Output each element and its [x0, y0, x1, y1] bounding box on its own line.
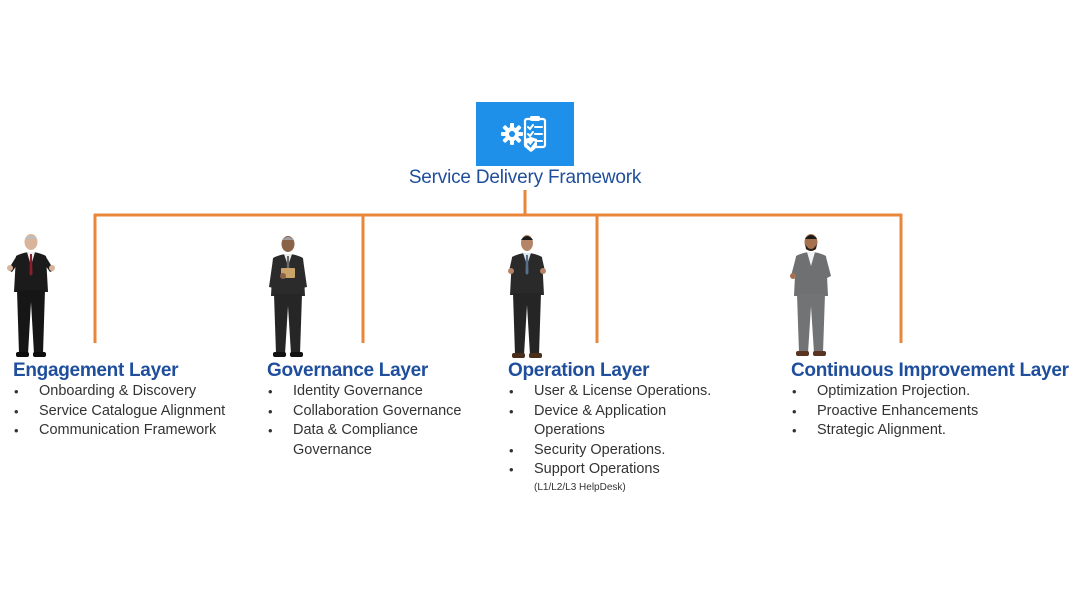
list-item: Onboarding & Discovery [13, 382, 253, 402]
person-governance-figure [269, 236, 307, 357]
list-item: Strategic Alignment. [791, 421, 1021, 441]
layer-item-list: User & License Operations. Device & Appl… [508, 382, 734, 494]
layer-governance: Governance Layer Identity Governance Col… [267, 360, 489, 460]
list-item: Device & Application Operations [508, 402, 734, 441]
layer-title: Governance Layer [267, 360, 429, 381]
list-item: Communication Framework [13, 421, 253, 441]
layer-engagement: Engagement Layer Onboarding & Discovery … [13, 360, 253, 441]
layer-continuous-improvement: Continuous Improvement Layer Optimizatio… [791, 360, 1069, 441]
list-item: Support Operations (L1/L2/L3 HelpDesk) [508, 460, 734, 494]
root-title: Service Delivery Framework [408, 167, 642, 188]
layer-item-list: Identity Governance Collaboration Govern… [267, 382, 489, 460]
person-improvement-figure [790, 234, 831, 356]
layer-title: Operation Layer [508, 360, 650, 381]
layer-operation: Operation Layer User & License Operation… [508, 360, 734, 494]
layer-title: Engagement Layer [13, 360, 179, 381]
layer-title: Continuous Improvement Layer [791, 360, 1069, 381]
list-item: Optimization Projection. [791, 382, 1021, 402]
list-item-label: Support Operations [534, 461, 660, 477]
person-operation-figure [508, 235, 546, 358]
list-item: Collaboration Governance [267, 402, 489, 422]
list-item: Data & Compliance Governance [267, 421, 489, 460]
list-item: Security Operations. [508, 441, 734, 461]
list-item: Proactive Enhancements [791, 402, 1021, 422]
layer-item-list: Optimization Projection. Proactive Enhan… [791, 382, 1021, 441]
layer-item-list: Onboarding & Discovery Service Catalogue… [13, 382, 253, 441]
settings-checklist-icon [501, 116, 547, 152]
list-item: User & License Operations. [508, 382, 734, 402]
helpdesk-note: (L1/L2/L3 HelpDesk) [534, 481, 626, 493]
root-icon-box [476, 102, 574, 166]
list-item: Service Catalogue Alignment [13, 402, 253, 422]
list-item: Identity Governance [267, 382, 489, 402]
person-engagement-figure [7, 234, 55, 357]
